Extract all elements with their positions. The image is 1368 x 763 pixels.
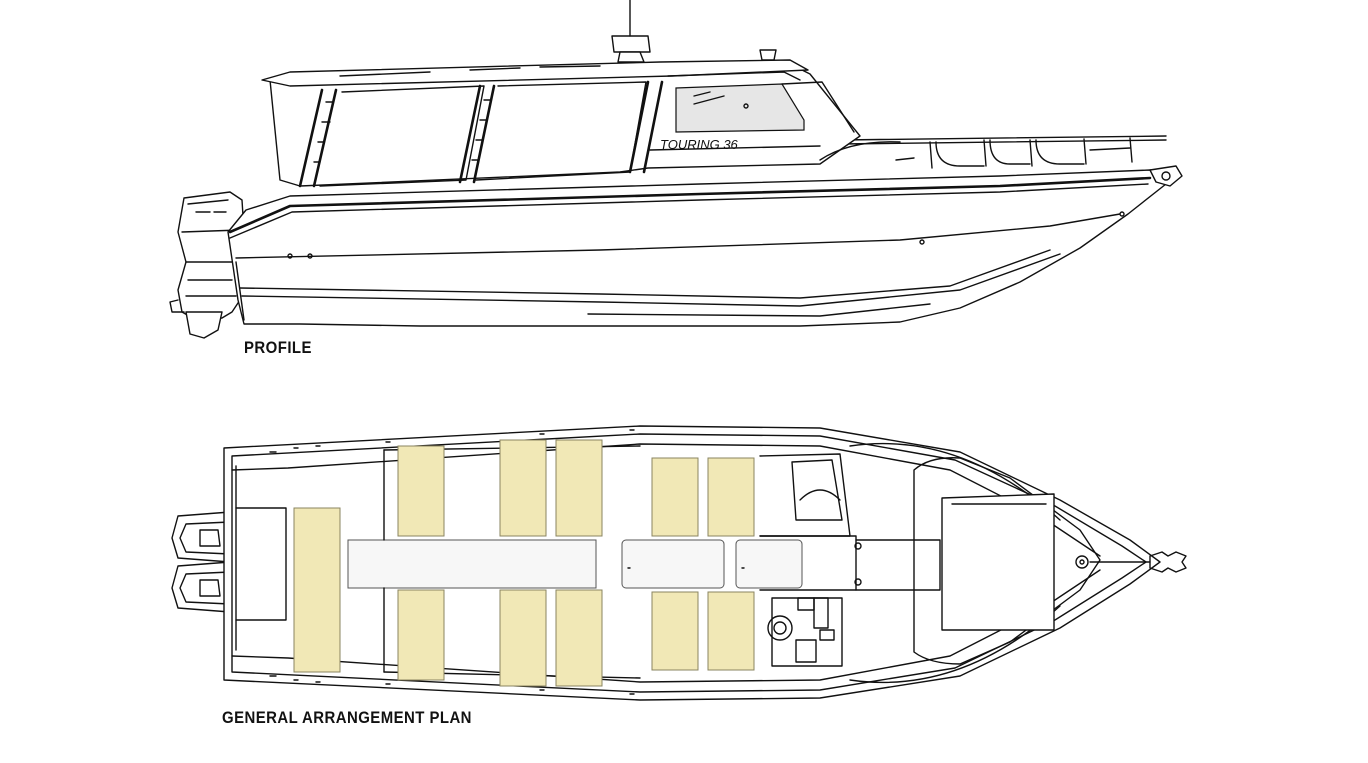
centre-deck [347, 445, 803, 679]
profile-view: TOURING 36 [169, 0, 1183, 339]
bow-rail [839, 135, 1167, 169]
forward-cabin [849, 442, 1187, 684]
plan-view [171, 425, 1187, 701]
seat [499, 439, 547, 537]
seats [293, 439, 755, 687]
seat [651, 457, 699, 537]
plan-label: GENERAL ARRANGEMENT PLAN [222, 708, 472, 727]
cabin-profile: TOURING 36 [261, 0, 915, 188]
seat [555, 589, 603, 687]
helm-station [759, 453, 941, 667]
hull-profile [227, 165, 1183, 327]
seat [707, 457, 755, 537]
seat [397, 445, 445, 537]
profile-label: PROFILE [244, 338, 312, 357]
cabin-window [675, 83, 805, 133]
hull-name-text: TOURING 36 [660, 137, 739, 152]
seat [651, 591, 699, 671]
seat [707, 591, 755, 671]
rear-bench-seat [293, 507, 341, 673]
seat [499, 589, 547, 687]
seat [555, 439, 603, 537]
seat [397, 589, 445, 681]
outboard-engine [169, 191, 245, 339]
